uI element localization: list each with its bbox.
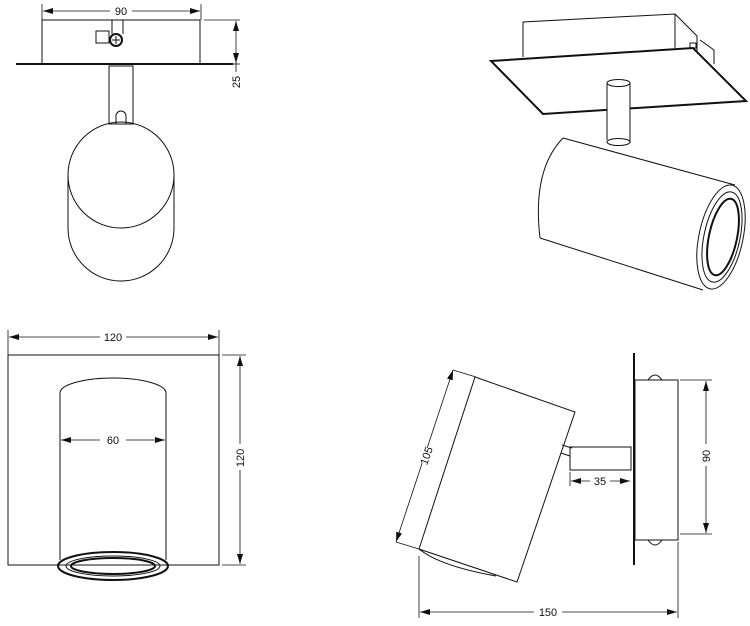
- lamp-head: [57, 377, 169, 581]
- total-depth-dimension-label: 150: [539, 607, 557, 619]
- mounting-box: [522, 13, 715, 64]
- plate-height-dimension-label: 120: [235, 449, 247, 467]
- plate-width-dimension-label: 120: [104, 332, 122, 344]
- box-height-dimension-label: 90: [701, 450, 713, 462]
- arm-length-dimension-label: 35: [594, 476, 606, 488]
- screw-icon: [647, 374, 663, 381]
- ceiling-plate: [7, 354, 220, 566]
- screw-icon: [647, 539, 663, 546]
- head-length-dimension-label: 105: [419, 445, 436, 466]
- isometric-view: [488, 13, 749, 291]
- stem: [108, 65, 134, 125]
- ceiling-plate: [488, 46, 749, 116]
- lamp-head: [418, 376, 576, 583]
- mounting-box: [634, 379, 679, 541]
- side-view: 105 35 90 150: [395, 353, 713, 619]
- stem: [606, 79, 631, 146]
- screw-icon: [109, 33, 123, 47]
- head-diameter-dimension-label: 60: [107, 435, 119, 447]
- arm: [569, 446, 632, 471]
- height-dimension-label: 25: [231, 76, 243, 88]
- lamp-head: [537, 137, 746, 291]
- bottom-view: 120 120 60: [7, 330, 247, 581]
- lamp-head: [67, 121, 175, 282]
- front-view: 90 25: [16, 4, 243, 282]
- width-dimension-label: 90: [115, 6, 127, 18]
